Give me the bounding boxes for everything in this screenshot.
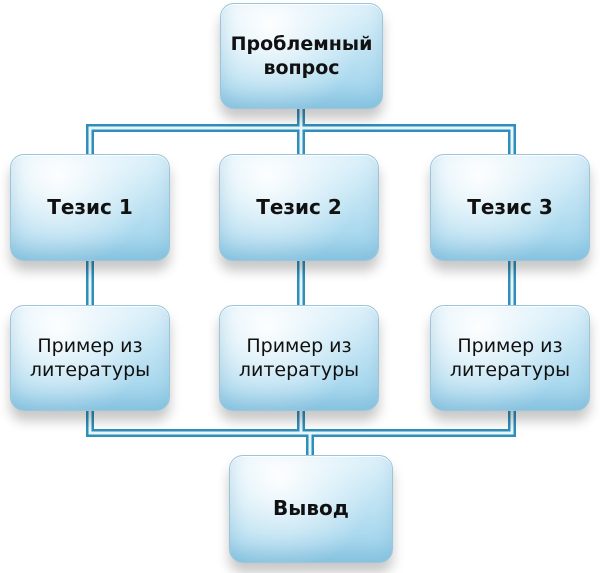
literature-example-1-text: Пример из литературы bbox=[30, 334, 150, 383]
literature-example-2-box: Пример из литературы bbox=[219, 305, 379, 411]
problem-question-box: Проблемный вопрос bbox=[220, 3, 383, 109]
literature-example-1-box: Пример из литературы bbox=[10, 305, 170, 411]
literature-example-3-box: Пример из литературы bbox=[430, 305, 590, 411]
thesis-2-label: Тезис 2 bbox=[256, 194, 342, 219]
literature-example-3-text: Пример из литературы bbox=[450, 334, 570, 383]
problem-question-line-1: Проблемный bbox=[230, 32, 373, 55]
literature-example-3-line-2: литературы bbox=[449, 359, 571, 381]
thesis-3-box: Тезис 3 bbox=[430, 154, 590, 261]
literature-example-3-line-1: Пример из bbox=[457, 334, 563, 357]
thesis-3-label: Тезис 3 bbox=[467, 194, 553, 219]
problem-question-line-2: вопрос bbox=[263, 57, 340, 79]
literature-example-1-line-1: Пример из bbox=[37, 334, 143, 357]
thesis-1-label: Тезис 1 bbox=[47, 194, 133, 219]
problem-question-text: Проблемный вопрос bbox=[231, 32, 373, 81]
thesis-2-box: Тезис 2 bbox=[219, 154, 379, 261]
literature-example-2-line-1: Пример из bbox=[246, 334, 352, 357]
literature-example-2-line-2: литературы bbox=[238, 359, 360, 381]
literature-example-2-text: Пример из литературы bbox=[239, 334, 359, 383]
conclusion-box: Вывод bbox=[229, 455, 393, 563]
literature-example-1-line-2: литературы bbox=[29, 359, 151, 381]
conclusion-label: Вывод bbox=[273, 496, 349, 521]
thesis-1-box: Тезис 1 bbox=[10, 154, 170, 261]
